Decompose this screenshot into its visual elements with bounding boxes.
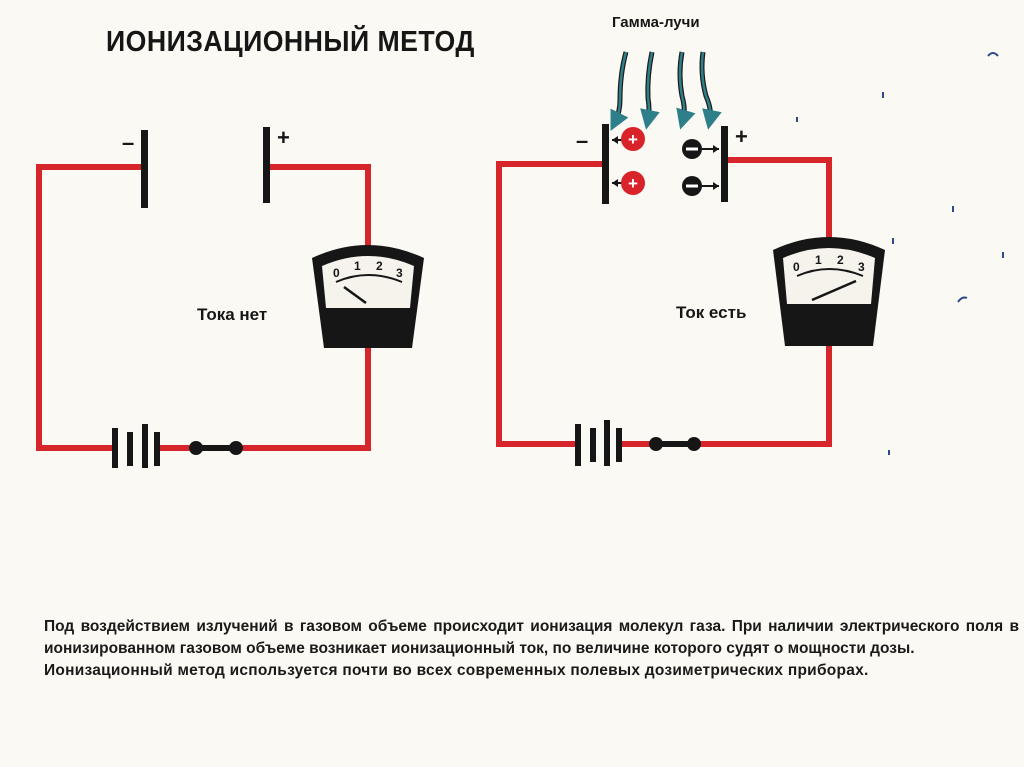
left-meter-tick-0: 0 [333,266,340,280]
right-wire-bottom-right [694,345,832,447]
right-meter: 0 1 2 3 [773,237,885,346]
left-minus-sign: – [122,130,135,155]
right-meter-tick-0: 0 [793,260,800,274]
page-title: ИОНИЗАЦИОННЫЙ МЕТОД [106,26,475,58]
electron-top [682,139,719,159]
right-meter-tick-2: 2 [837,253,844,267]
electron-bottom [682,176,719,196]
right-switch [649,437,701,451]
right-meter-needle [811,279,857,302]
right-plus-sign: + [735,124,748,149]
right-wire-left [496,161,605,447]
caption: Под воздействием излучений в газовом объ… [44,616,1019,682]
left-status-label: Тока нет [197,305,268,324]
left-meter-needle [343,285,367,305]
right-status-label: Ток есть [676,303,747,322]
left-circuit: 0 1 2 3 [36,127,424,468]
gamma-rays-label: Гамма-лучи [612,14,700,31]
left-meter-tick-3: 3 [396,266,403,280]
right-circuit: + + [496,51,885,466]
svg-text:+: + [628,130,638,149]
svg-text:+: + [628,174,638,193]
right-chamber-plate-negative [602,124,609,204]
left-plus-sign: + [277,125,290,150]
right-battery [575,420,622,466]
left-switch [189,441,243,455]
left-meter-tick-2: 2 [376,259,383,273]
caption-paragraph-2: Ионизационный метод используется почти в… [44,662,869,679]
left-wire-top-right [268,164,371,255]
left-battery [112,424,160,468]
left-chamber-plate-negative [141,130,148,208]
right-wire-top-right [724,157,832,247]
left-wire-top-left [36,164,143,451]
decorative-specks [796,52,1004,455]
left-meter: 0 1 2 3 [312,245,424,348]
left-meter-tick-1: 1 [354,259,361,273]
positive-ion-bottom: + [612,171,645,195]
right-meter-tick-1: 1 [815,253,822,267]
left-chamber-plate-positive [263,127,270,203]
right-chamber-plate-positive [721,126,728,202]
caption-paragraph-1: Под воздействием излучений в газовом объ… [44,618,1019,657]
gamma-ray-arrows [610,51,722,131]
positive-ion-top: + [612,127,645,151]
left-wire-bottom-right [236,345,371,451]
right-minus-sign: – [576,128,589,153]
right-meter-tick-3: 3 [858,260,865,274]
